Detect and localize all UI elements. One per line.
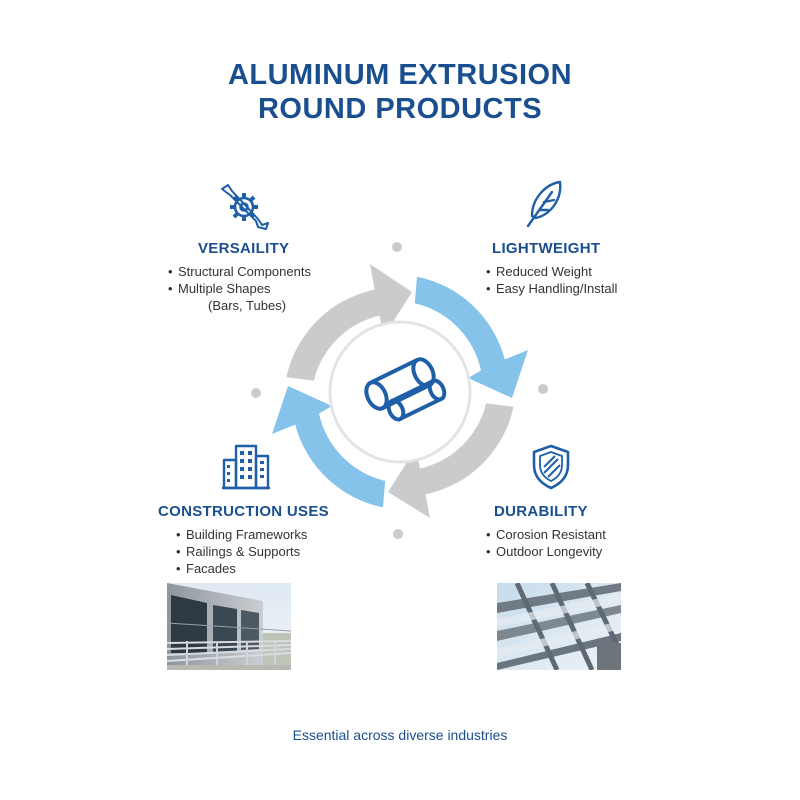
list-subnote: (Bars, Tubes) — [208, 298, 287, 313]
lightweight-list: •Reduced Weight •Easy Handling/Install — [486, 263, 686, 297]
cycle-dot-top — [392, 242, 402, 252]
building-icon — [222, 444, 270, 490]
cycle-dot-bottom — [393, 529, 403, 539]
shield-icon — [532, 444, 570, 490]
versatility-heading: VERSAILITY — [198, 240, 290, 257]
construction-heading: CONSTRUCTION USES — [158, 503, 329, 520]
arrow-bottom-left — [272, 386, 386, 508]
title-line-2: ROUND PRODUCTS — [257, 93, 543, 125]
round-bars-icon — [364, 357, 447, 422]
railing-building-photo — [167, 583, 291, 670]
arrow-top-left — [286, 264, 412, 381]
list-item: •Reduced Weight — [486, 264, 592, 279]
canopy-structure-photo — [497, 583, 621, 670]
list-item: •Railings & Supports — [176, 544, 301, 559]
page-title: ALUMINUM EXTRUSION ROUND PRODUCTS — [0, 58, 800, 126]
title-line-1: ALUMINUM EXTRUSION — [227, 59, 573, 91]
arrow-bottom-right — [388, 403, 514, 518]
cycle-dot-right — [538, 384, 548, 394]
list-item: •Building Frameworks — [176, 527, 308, 542]
section-durability: DURABILITY •Corosion Resistant •Outdoor … — [486, 503, 686, 560]
center-circle — [328, 320, 472, 464]
list-item: •Outdoor Longevity — [486, 544, 603, 559]
versatility-list: •Structural Components •Multiple Shapes … — [168, 263, 368, 314]
arrow-top-right — [414, 276, 528, 398]
durability-heading: DURABILITY — [494, 503, 588, 520]
footer-tagline: Essential across diverse industries — [292, 727, 508, 743]
list-item: •Facades — [176, 561, 236, 576]
feather-icon — [526, 180, 562, 228]
list-item: •Corosion Resistant — [486, 527, 606, 542]
section-versatility: VERSAILITY •Structural Components •Multi… — [168, 240, 368, 314]
section-lightweight: LIGHTWEIGHT •Reduced Weight •Easy Handli… — [486, 240, 686, 297]
cycle-dot-left — [251, 388, 261, 398]
section-construction: CONSTRUCTION USES •Building Frameworks •… — [158, 503, 358, 577]
list-item: •Easy Handling/Install — [486, 281, 618, 296]
list-item: •Multiple Shapes — [168, 281, 271, 296]
lightweight-heading: LIGHTWEIGHT — [492, 240, 601, 257]
construction-list: •Building Frameworks •Railings & Support… — [158, 526, 358, 577]
gear-wrench-icon — [221, 184, 269, 230]
list-item: •Structural Components — [168, 264, 311, 279]
durability-list: •Corosion Resistant •Outdoor Longevity — [486, 526, 686, 560]
